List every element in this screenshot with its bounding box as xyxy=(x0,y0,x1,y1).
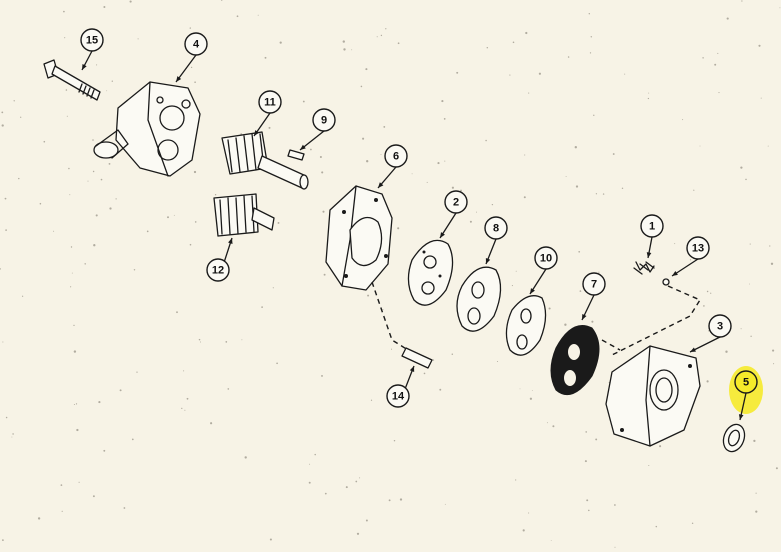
callout-circle-4 xyxy=(184,32,208,56)
callout-4: 4 xyxy=(175,32,208,83)
callout-number-4: 4 xyxy=(193,39,200,51)
callout-number-3: 3 xyxy=(717,321,723,333)
callout-10: 10 xyxy=(529,246,558,295)
callout-number-10: 10 xyxy=(540,253,552,265)
assembly-line-7 xyxy=(601,339,621,351)
callout-circle-14 xyxy=(386,384,410,408)
callout-number-9: 9 xyxy=(321,115,327,127)
callout-arrowhead-3 xyxy=(690,347,696,352)
callout-1: 1 xyxy=(640,214,664,259)
callout-number-11: 11 xyxy=(264,97,276,109)
callout-circle-9 xyxy=(312,108,336,132)
callout-circle-12 xyxy=(206,258,230,282)
callout-number-7: 7 xyxy=(591,279,597,291)
callout-arrowhead-8 xyxy=(485,258,491,264)
callout-12: 12 xyxy=(206,237,233,282)
callout-arrowhead-10 xyxy=(530,288,535,294)
assembly-line-14 xyxy=(371,281,409,351)
callout-number-5: 5 xyxy=(743,377,749,389)
part-12-driven-gear xyxy=(213,193,275,237)
part-11-drive-gear xyxy=(221,131,309,190)
callout-13: 13 xyxy=(671,236,710,277)
part-9-pin xyxy=(287,149,305,161)
callout-arrowhead-11 xyxy=(254,130,260,136)
callout-leader-3 xyxy=(689,336,721,353)
callout-arrowhead-13 xyxy=(672,271,678,276)
callout-arrowhead-5 xyxy=(738,414,744,420)
callout-2: 2 xyxy=(439,190,468,239)
part-10-seal xyxy=(505,295,547,356)
callout-15: 15 xyxy=(80,28,104,71)
callout-circle-7 xyxy=(582,272,606,296)
callout-number-2: 2 xyxy=(453,197,459,209)
callout-circle-5 xyxy=(734,370,758,394)
callout-layer: 15 4 11 9 6 2 8 10 12 14 7 1 13 3 5 xyxy=(80,28,758,421)
part-6-gear-body xyxy=(325,185,393,291)
callout-circle-10 xyxy=(534,246,558,270)
part-1-spring xyxy=(633,261,655,275)
callout-number-1: 1 xyxy=(649,221,655,233)
callout-arrowhead-9 xyxy=(300,144,306,150)
callout-14: 14 xyxy=(386,365,415,408)
callout-6: 6 xyxy=(377,144,408,189)
callout-circle-2 xyxy=(444,190,468,214)
callout-number-14: 14 xyxy=(392,391,405,403)
callout-circle-3 xyxy=(708,314,732,338)
callout-circle-15 xyxy=(80,28,104,52)
part-7-gasket xyxy=(550,325,600,396)
assembly-line-13 xyxy=(609,285,702,357)
callout-9: 9 xyxy=(299,108,336,151)
callout-8: 8 xyxy=(484,216,508,265)
part-5-seal-ring xyxy=(722,423,746,453)
part-14-dowel-pin xyxy=(401,347,433,369)
part-4-cover xyxy=(93,81,201,177)
callout-5: 5 xyxy=(734,370,758,421)
callout-arrowhead-15 xyxy=(82,64,87,70)
callout-circle-6 xyxy=(384,144,408,168)
callout-number-6: 6 xyxy=(393,151,399,163)
part-15-bolt xyxy=(43,59,101,101)
callout-leader-4 xyxy=(175,54,197,83)
callout-3: 3 xyxy=(689,314,732,353)
callout-circle-8 xyxy=(484,216,508,240)
callout-arrowhead-2 xyxy=(440,232,445,238)
callout-arrowhead-14 xyxy=(409,366,415,372)
callout-number-12: 12 xyxy=(212,265,224,277)
callout-7: 7 xyxy=(581,272,606,321)
callout-arrowhead-7 xyxy=(582,314,587,320)
callout-number-15: 15 xyxy=(86,35,98,47)
callout-circle-11 xyxy=(258,90,282,114)
callout-arrowhead-4 xyxy=(176,76,182,82)
callout-circle-13 xyxy=(686,236,710,260)
callout-number-13: 13 xyxy=(692,243,704,255)
part-13-ball xyxy=(662,278,670,286)
part-8-gasket xyxy=(456,266,502,332)
callout-circle-1 xyxy=(640,214,664,238)
part-3-body xyxy=(605,345,701,447)
callout-arrowhead-6 xyxy=(378,182,384,188)
callout-number-8: 8 xyxy=(493,223,499,235)
callout-arrowhead-1 xyxy=(646,252,652,258)
callout-arrowhead-12 xyxy=(228,238,233,244)
callout-11: 11 xyxy=(253,90,282,137)
part-2-plate xyxy=(407,239,454,306)
